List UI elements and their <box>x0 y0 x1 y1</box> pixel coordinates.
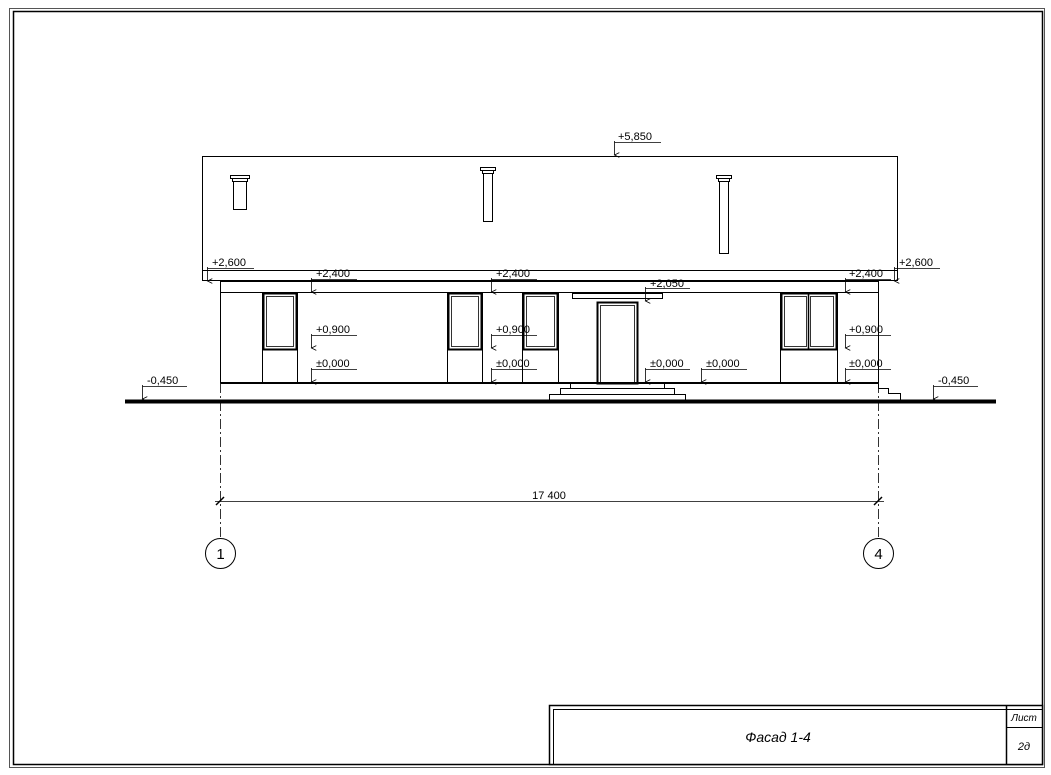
level-mark-floor-5: ±0,000 <box>846 358 891 382</box>
level-text-wall-top-3: +2,400 <box>849 268 883 280</box>
level-mark-ground-right: -0,450 <box>934 375 978 399</box>
level-mark-eave-right: +2,600 <box>895 257 940 281</box>
entrance-canopy <box>572 293 663 299</box>
chimney-left <box>230 175 250 210</box>
level-text-sill-3: +0,900 <box>849 324 883 336</box>
right-plinth-step <box>878 383 901 401</box>
level-text-floor-5: ±0,000 <box>849 358 883 370</box>
roof-outline <box>202 156 898 271</box>
level-mark-sill-2: +0,900 <box>492 324 537 348</box>
level-text-sill-2: +0,900 <box>496 324 530 336</box>
axis-label-1: 1 <box>216 546 224 563</box>
entrance-door <box>596 301 639 385</box>
level-mark-canopy: +2,050 <box>646 278 690 301</box>
drawing-title: Фасад 1-4 <box>745 729 811 745</box>
wall-outline <box>220 281 879 383</box>
level-mark-wall-top-2: +2,400 <box>492 268 537 292</box>
level-text-eave-right: +2,600 <box>899 257 933 269</box>
level-text-floor-1: ±0,000 <box>316 358 350 370</box>
level-text-canopy: +2,050 <box>650 278 684 290</box>
level-mark-eave-left: +2,600 <box>208 257 254 281</box>
level-mark-floor-1: ±0,000 <box>312 358 357 382</box>
level-text-ground-left: -0,450 <box>147 375 178 387</box>
axis-label-4: 4 <box>874 546 882 563</box>
level-mark-ridge: +5,850 <box>615 131 661 155</box>
level-text-wall-top-2: +2,400 <box>496 268 530 280</box>
level-text-eave-left: +2,600 <box>212 257 246 269</box>
level-text-sill-1: +0,900 <box>316 324 350 336</box>
roof-eave-band <box>202 270 898 281</box>
level-mark-floor-4: ±0,000 <box>702 358 747 382</box>
axis-bubble-4 <box>863 538 894 569</box>
level-mark-wall-top-1: +2,400 <box>312 268 357 292</box>
outer-frame <box>9 8 1045 768</box>
sheet-label: Лист <box>1010 713 1037 724</box>
dimension-line <box>215 496 884 506</box>
level-text-wall-top-1: +2,400 <box>316 268 350 280</box>
window-4-double <box>780 292 838 351</box>
chimney-right <box>716 175 732 254</box>
window-2 <box>447 292 483 351</box>
level-text-floor-4: ±0,000 <box>706 358 740 370</box>
sheet-number: 2д <box>1017 741 1030 753</box>
inner-frame <box>12 10 1044 766</box>
level-mark-ground-left: -0,450 <box>143 375 187 399</box>
window-3 <box>522 292 559 351</box>
window-1 <box>262 292 298 351</box>
axis-bubble-1 <box>205 538 236 569</box>
entrance-steps <box>549 383 686 401</box>
title-block <box>548 704 1044 766</box>
level-mark-sill-1: +0,900 <box>312 324 357 348</box>
level-text-floor-2: ±0,000 <box>496 358 530 370</box>
overall-dimension-text: 17 400 <box>532 490 566 502</box>
level-mark-floor-2: ±0,000 <box>492 358 537 382</box>
level-mark-floor-3: ±0,000 <box>646 358 690 382</box>
level-text-ridge: +5,850 <box>618 131 652 143</box>
level-text-ground-right: -0,450 <box>938 375 969 387</box>
chimney-middle <box>480 167 496 222</box>
level-mark-sill-3: +0,900 <box>846 324 891 348</box>
level-text-floor-3: ±0,000 <box>650 358 684 370</box>
level-mark-wall-top-3: +2,400 <box>846 268 891 292</box>
